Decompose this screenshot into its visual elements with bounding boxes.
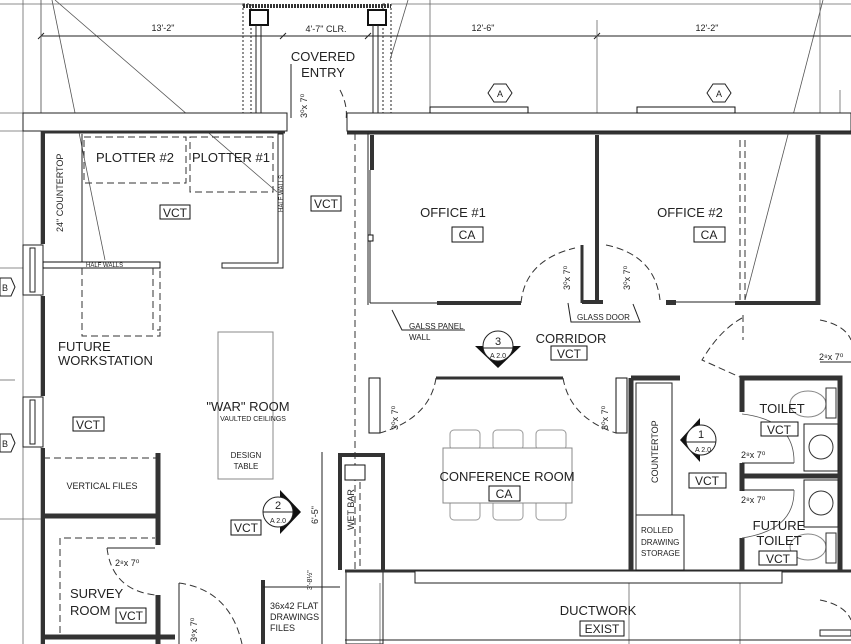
label-glass-door: GLASS DOOR (577, 313, 630, 322)
svg-text:A 2.0: A 2.0 (270, 518, 286, 525)
covered-entry-columns (242, 3, 392, 114)
room-label-survey: SURVEY (70, 586, 124, 601)
room-label-conference: CONFERENCE ROOM (439, 469, 574, 484)
label-vertical-files: VERTICAL FILES (66, 481, 137, 491)
grid-marker-a1: A (487, 83, 513, 103)
svg-text:2: 2 (275, 500, 281, 512)
ductwork-band (414, 570, 783, 584)
finish-tag-ca-conference: CA (496, 487, 513, 501)
finish-tag-vct-corridor: VCT (557, 347, 582, 361)
dimension-12-6: 12'-6" (472, 23, 495, 33)
door-tag-future-toilet: 2⁸x 7⁰ (741, 495, 766, 505)
wet-bar (338, 453, 385, 644)
label-rolled-storage-2: DRAWING (641, 538, 679, 547)
label-flat-files: 36x42 FLAT (270, 601, 319, 611)
label-countertop: COUNTERTOP (650, 420, 660, 483)
plotter-area (42, 133, 284, 331)
room-label-future-workstation: FUTURE (58, 339, 111, 354)
label-flat-files-2: DRAWINGS (270, 612, 319, 622)
svg-text:A: A (716, 89, 722, 99)
svg-text:B: B (2, 283, 8, 293)
dimension-4-7-clr: 4'-7" CLR. (306, 24, 347, 34)
room-label-plotter-2: PLOTTER #2 (96, 150, 174, 165)
exterior-walls (22, 106, 851, 644)
finish-tag-vct-survey: VCT (119, 609, 144, 623)
label-flat-files-3: FILES (270, 623, 295, 633)
door-tag-office-2: 3⁰x 7⁰ (622, 265, 632, 290)
grid-marker-b2: B (0, 433, 16, 453)
label-rolled-storage: ROLLED (641, 526, 673, 535)
room-label-survey-2: ROOM (70, 603, 110, 618)
finish-tag-vct-war-room: VCT (234, 521, 259, 535)
finish-tag-vct-toilet: VCT (767, 423, 792, 437)
dimension-string: 13'-2" 4'-7" CLR. 12'-6" 12'-2" (37, 0, 851, 113)
label-glass-panel-wall-2: WALL (409, 333, 431, 342)
section-marker-1: 1 A 2.0 (680, 418, 717, 462)
grid-marker-a2: A (706, 83, 732, 103)
door-tag-toilet-corridor: 2⁸x 7⁰ (819, 352, 844, 362)
label-glass-panel-wall: GALSS PANEL (409, 322, 464, 331)
svg-text:3: 3 (495, 336, 501, 348)
finish-tag-vct-future-toilet: VCT (766, 552, 791, 566)
room-label-ductwork: DUCTWORK (560, 603, 637, 618)
section-marker-3: 3 A 2.0 (475, 330, 521, 368)
finish-tag-vct-workstation: VCT (76, 418, 101, 432)
label-half-walls-2: HALF WALLS (279, 175, 285, 212)
door-tag-survey: 2⁸x 7⁰ (115, 558, 140, 568)
door-tag-conference-left: 3⁰x 7⁰ (390, 405, 400, 430)
room-label-corridor: CORRIDOR (536, 331, 607, 346)
label-vaulted-ceilings: VAULTED CEILINGS (220, 416, 286, 423)
door-tag-office-1: 3⁰x 7⁰ (562, 265, 572, 290)
label-24-countertop: 24" COUNTERTOP (55, 154, 65, 232)
label-design-table: DESIGN (231, 451, 262, 460)
conference-table (442, 447, 573, 504)
label-half-walls: HALF WALLS (86, 263, 123, 269)
finish-tag-vct-entry: VCT (314, 197, 339, 211)
toilet-walls (701, 315, 851, 571)
room-label-future-toilet-2: TOILET (756, 533, 801, 548)
room-label-future-workstation-2: WORKSTATION (58, 353, 153, 368)
finish-tag-exist: EXIST (585, 622, 620, 636)
dimension-12-2: 12'-2" (696, 23, 719, 33)
door-tag-entry: 3⁰x 7⁰ (299, 93, 309, 118)
dimension-13-2: 13'-2" (152, 23, 175, 33)
door-tag-36x70: 3⁶x 7⁰ (189, 617, 199, 642)
room-label-covered-entry: COVERED (291, 49, 355, 64)
finish-tag-vct-plotter: VCT (163, 206, 188, 220)
dimension-6-5: 6'-5" (310, 506, 320, 524)
finish-tag-ca-office-2: CA (701, 228, 718, 242)
door-tag-conference-right: 3⁰x 7⁰ (600, 405, 610, 430)
office-walls (367, 135, 821, 305)
svg-text:A: A (497, 89, 503, 99)
label-design-table-2: TABLE (234, 462, 259, 471)
svg-text:A 2.0: A 2.0 (695, 447, 711, 454)
svg-text:A 2.0: A 2.0 (490, 353, 506, 360)
section-marker-2: 2 A 2.0 (262, 490, 301, 534)
room-label-toilet: TOILET (759, 401, 804, 416)
room-label-plotter-1: PLOTTER #1 (192, 150, 270, 165)
door-tag-toilet: 2⁸x 7⁰ (741, 450, 766, 460)
room-label-covered-entry-2: ENTRY (301, 65, 345, 80)
grid-marker-b1: B (0, 277, 16, 297)
label-wet-bar: WET BAR (346, 489, 356, 530)
room-label-office-2: OFFICE #2 (657, 205, 723, 220)
room-label-future-toilet: FUTURE (753, 518, 806, 533)
dimension-3-8: 3'-8½" (306, 570, 314, 590)
room-label-war-room: "WAR" ROOM (206, 399, 289, 414)
finish-tag-ca-office-1: CA (459, 228, 476, 242)
label-rolled-storage-3: STORAGE (641, 549, 680, 558)
finish-tag-vct-hall: VCT (695, 474, 720, 488)
svg-text:1: 1 (698, 429, 704, 441)
room-label-office-1: OFFICE #1 (420, 205, 486, 220)
svg-text:B: B (2, 439, 8, 449)
